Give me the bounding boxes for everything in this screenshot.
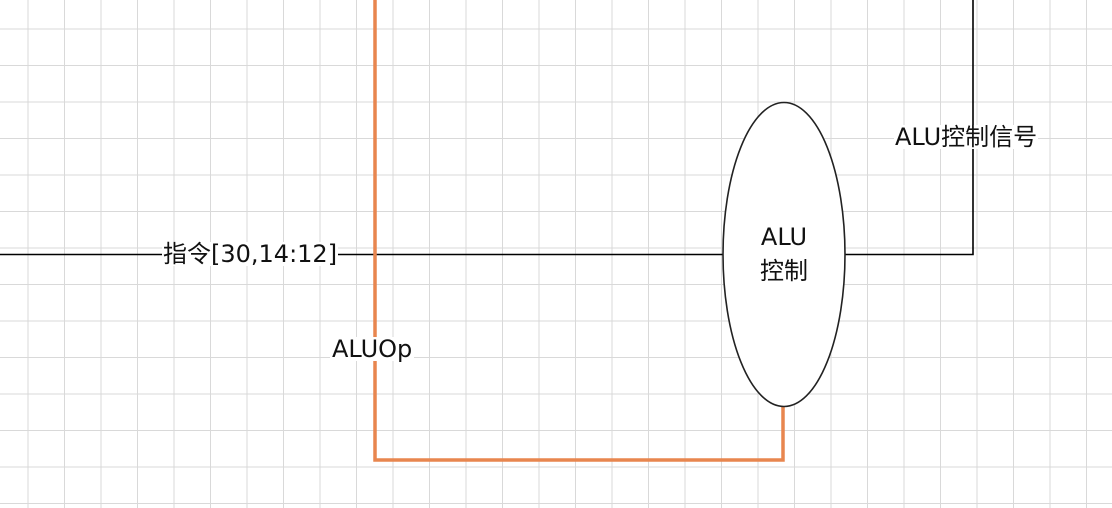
alu-control-signal-label: ALU控制信号 bbox=[894, 123, 1039, 151]
alu-control-signal-wire[interactable] bbox=[845, 0, 974, 256]
aluop-label: ALUOp bbox=[330, 335, 415, 363]
instruction-label: 指令[30,14:12] bbox=[162, 240, 339, 268]
alu-control-node-label: ALU 控制 bbox=[724, 220, 844, 288]
alu-control-node-line2: 控制 bbox=[760, 257, 808, 285]
alu-control-node-line1: ALU bbox=[760, 223, 808, 251]
alu-control-node[interactable] bbox=[722, 101, 846, 408]
aluop-wire[interactable] bbox=[373, 0, 785, 462]
